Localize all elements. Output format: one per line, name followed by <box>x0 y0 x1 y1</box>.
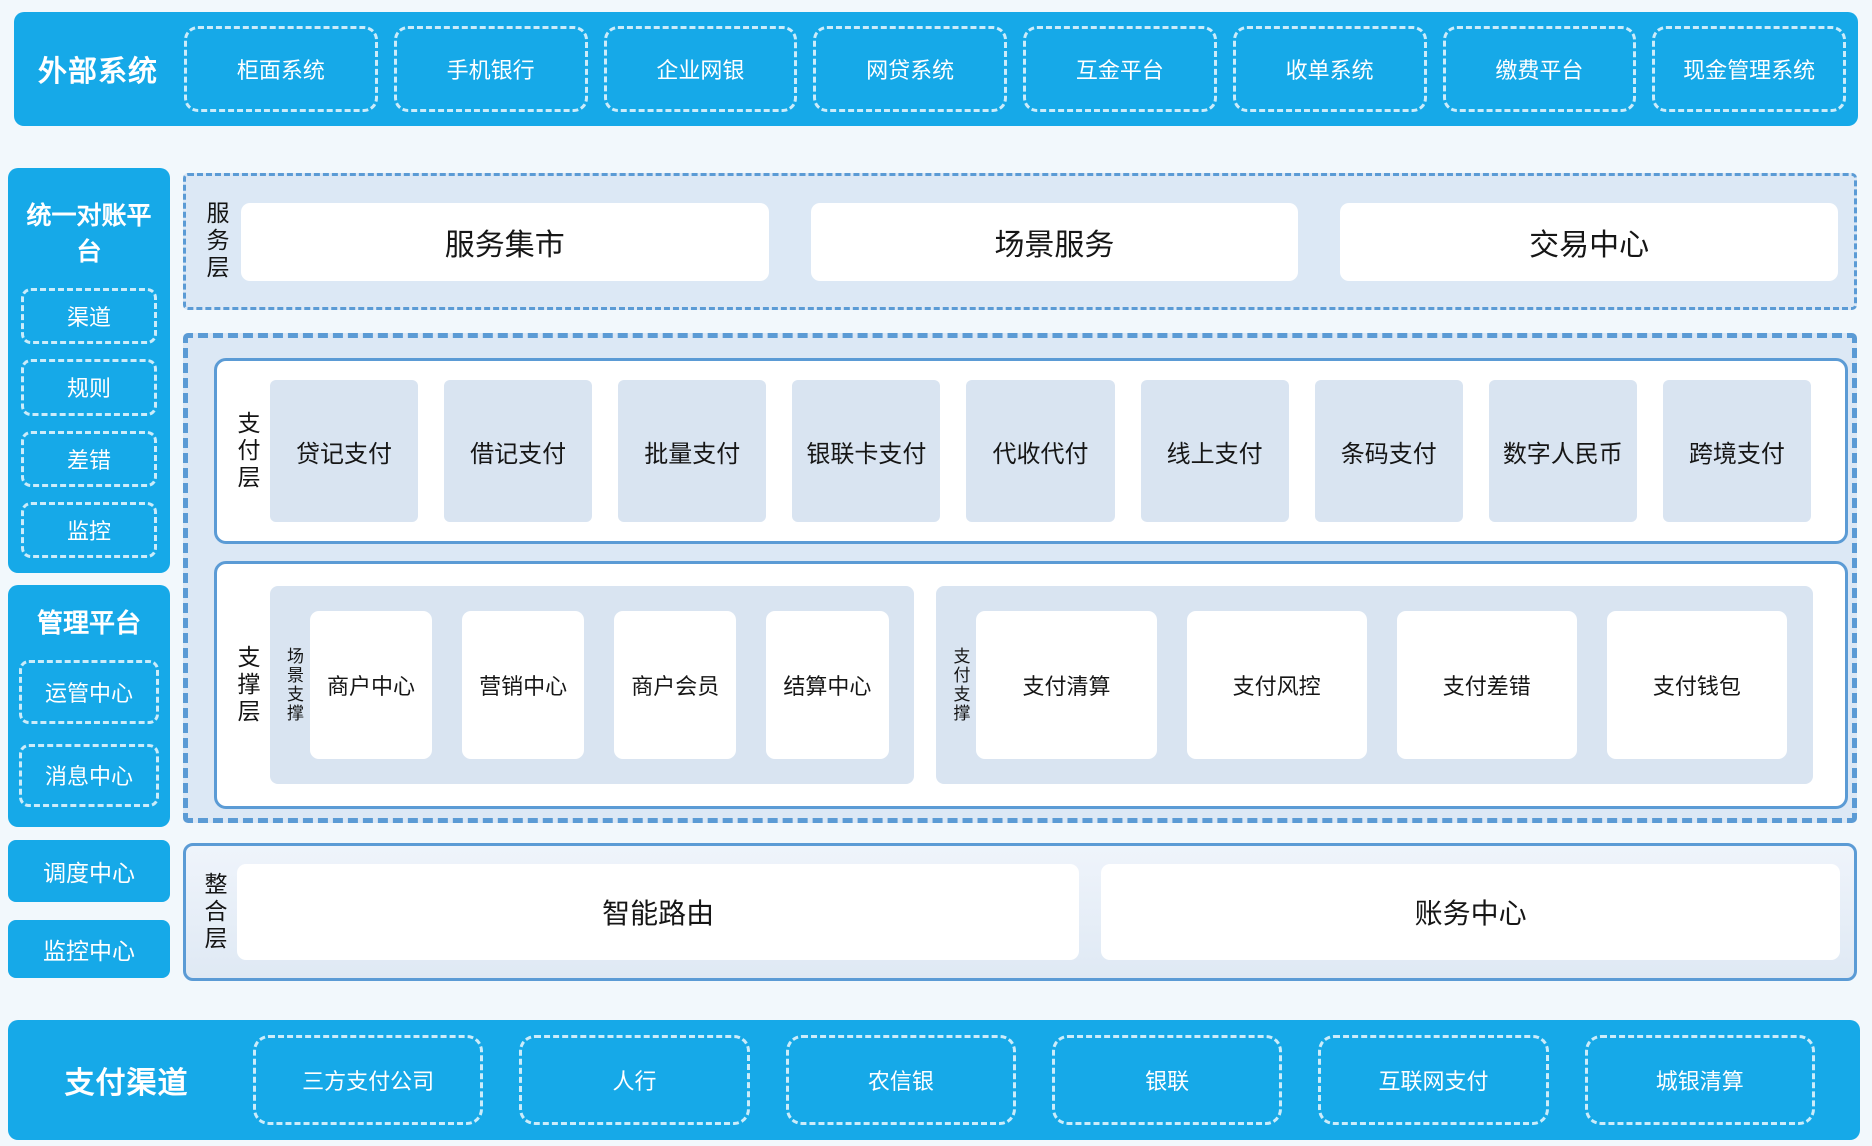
payment-layer: 支付层 贷记支付 借记支付 批量支付 银联卡支付 代收代付 线上支付 条码支付 … <box>214 358 1848 544</box>
payment-support-box: 支付钱包 <box>1606 611 1787 759</box>
scene-support-box: 商户会员 <box>614 611 737 759</box>
external-system-item: 柜面系统 <box>184 26 378 112</box>
payment-box: 线上支付 <box>1140 380 1289 522</box>
monitor-center-box: 监控中心 <box>8 920 170 978</box>
payment-support-box: 支付差错 <box>1396 611 1577 759</box>
core-layers-container: 支付层 贷记支付 借记支付 批量支付 银联卡支付 代收代付 线上支付 条码支付 … <box>183 333 1857 823</box>
scene-support-box: 营销中心 <box>462 611 585 759</box>
payment-channel-item: 农信银 <box>785 1035 1016 1125</box>
payment-box: 贷记支付 <box>270 380 419 522</box>
external-systems-title: 外部系统 <box>37 56 158 88</box>
payment-layer-label: 支付层 <box>234 410 260 492</box>
payment-box: 数字人民币 <box>1488 380 1637 522</box>
payment-support-box: 支付风控 <box>1186 611 1367 759</box>
payment-layer-boxes: 贷记支付 借记支付 批量支付 银联卡支付 代收代付 线上支付 条码支付 数字人民… <box>270 380 1845 522</box>
payment-box: 跨境支付 <box>1662 380 1811 522</box>
external-system-item: 互金平台 <box>1023 26 1217 112</box>
payment-box: 批量支付 <box>618 380 767 522</box>
scene-support-label: 场景支撑 <box>284 647 303 723</box>
scene-support-group: 场景支撑 商户中心 营销中心 商户会员 结算中心 <box>270 586 915 784</box>
payment-channels-title: 支付渠道 <box>64 1067 189 1100</box>
external-system-item: 收单系统 <box>1232 26 1427 112</box>
support-layer-groups: 场景支撑 商户中心 营销中心 商户会员 结算中心 支付支撑 支付清算 支付风控 … <box>270 586 1845 784</box>
integration-box: 账务中心 <box>1101 864 1840 960</box>
payment-channel-item: 银联 <box>1051 1035 1283 1125</box>
external-systems-bar: 外部系统 柜面系统 手机银行 企业网银 网贷系统 互金平台 收单系统 缴费平台 … <box>14 12 1858 126</box>
payment-channel-item: 人行 <box>519 1035 750 1125</box>
external-system-item: 企业网银 <box>603 26 798 112</box>
external-system-item: 网贷系统 <box>813 26 1007 112</box>
reconciliation-platform-panel: 统一对账平台 渠道 规则 差错 监控 <box>8 168 170 573</box>
dispatch-center-box: 调度中心 <box>8 840 170 902</box>
reconciliation-item: 渠道 <box>21 288 157 345</box>
scene-support-box: 结算中心 <box>766 611 889 759</box>
reconciliation-item: 规则 <box>21 359 157 416</box>
reconciliation-item: 差错 <box>21 430 157 487</box>
payment-channels-bar: 支付渠道 三方支付公司 人行 农信银 银联 互联网支付 城银清算 <box>8 1020 1860 1140</box>
payment-support-group: 支付支撑 支付清算 支付风控 支付差错 支付钱包 <box>936 586 1813 784</box>
payment-channel-item: 城银清算 <box>1584 1035 1815 1125</box>
payment-support-box: 支付清算 <box>976 611 1157 759</box>
service-box: 交易中心 <box>1340 202 1839 281</box>
payment-box: 代收代付 <box>966 380 1115 522</box>
integration-layer: 整合层 智能路由 账务中心 <box>183 843 1857 981</box>
external-system-item: 手机银行 <box>393 26 588 112</box>
reconciliation-item: 监控 <box>21 501 157 558</box>
management-platform-title: 管理平台 <box>36 608 141 638</box>
payment-channels-items: 三方支付公司 人行 农信银 银联 互联网支付 城银清算 <box>245 1020 1860 1140</box>
external-systems-items: 柜面系统 手机银行 企业网银 网贷系统 互金平台 收单系统 缴费平台 现金管理系… <box>182 12 1858 126</box>
service-box: 场景服务 <box>810 202 1299 281</box>
scene-support-box: 商户中心 <box>310 611 433 759</box>
payment-box: 条码支付 <box>1314 380 1463 522</box>
payment-channel-item: 互联网支付 <box>1318 1035 1549 1125</box>
payment-support-boxes: 支付清算 支付风控 支付差错 支付钱包 <box>976 611 1813 759</box>
service-box: 服务集市 <box>241 202 769 281</box>
external-system-item: 缴费平台 <box>1442 26 1637 112</box>
payment-support-label: 支付支撑 <box>950 647 970 723</box>
payment-box: 银联卡支付 <box>792 380 941 522</box>
integration-layer-boxes: 智能路由 账务中心 <box>237 864 1854 960</box>
payment-channel-item: 三方支付公司 <box>253 1035 484 1125</box>
service-layer-label: 服务层 <box>203 201 229 282</box>
reconciliation-platform-title: 统一对账平台 <box>26 202 152 266</box>
integration-layer-label: 整合层 <box>201 871 227 953</box>
management-item: 消息中心 <box>19 743 159 807</box>
integration-box: 智能路由 <box>237 864 1080 960</box>
support-layer-label: 支撑层 <box>234 644 260 726</box>
management-platform-panel: 管理平台 运管中心 消息中心 <box>8 585 170 827</box>
external-system-item: 现金管理系统 <box>1652 26 1846 112</box>
payment-box: 借记支付 <box>444 380 593 522</box>
service-layer: 服务层 服务集市 场景服务 交易中心 <box>183 173 1857 310</box>
scene-support-boxes: 商户中心 营销中心 商户会员 结算中心 <box>310 611 914 759</box>
service-layer-boxes: 服务集市 场景服务 交易中心 <box>241 202 1854 281</box>
management-item: 运管中心 <box>19 660 159 724</box>
support-layer: 支撑层 场景支撑 商户中心 营销中心 商户会员 结算中心 支付支撑 支付清算 支… <box>214 561 1848 809</box>
